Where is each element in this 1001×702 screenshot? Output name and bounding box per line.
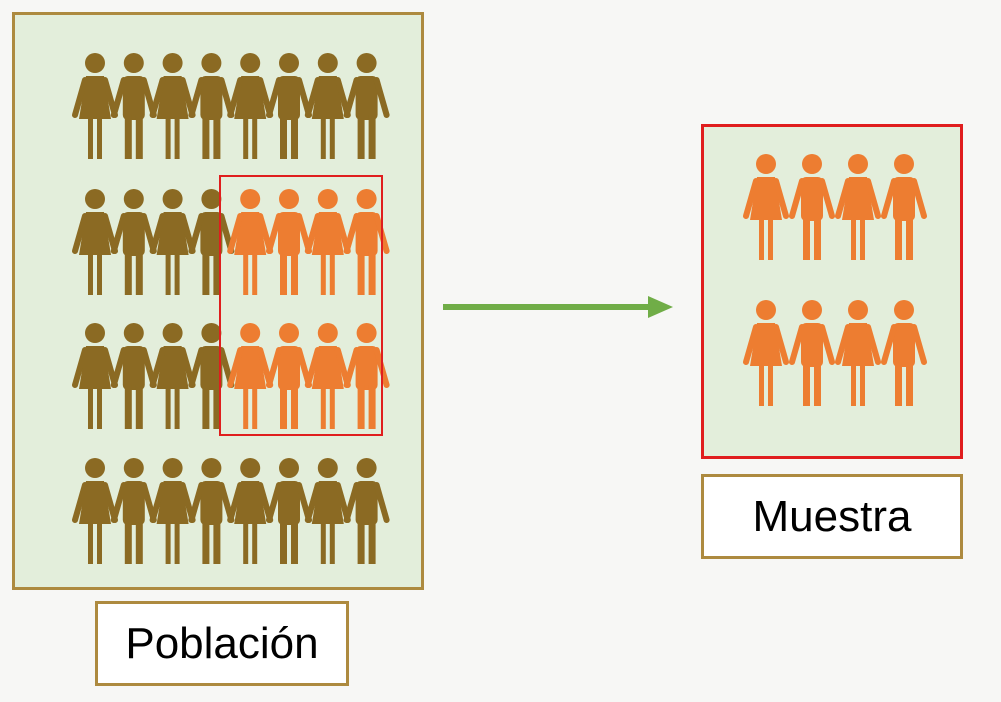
population-figures — [72, 53, 390, 564]
woman-figure-icon — [149, 189, 196, 295]
population-panel — [12, 12, 424, 590]
man-figure-icon — [110, 53, 157, 159]
man-figure-icon — [188, 189, 235, 295]
woman-figure-icon — [227, 323, 274, 429]
woman-figure-icon — [72, 53, 118, 159]
population-label: Población — [125, 618, 319, 668]
selection-frame — [219, 175, 383, 436]
man-figure-icon — [188, 458, 235, 564]
man-figure-icon — [188, 53, 235, 159]
woman-figure-icon — [835, 154, 881, 260]
woman-figure-icon — [227, 189, 274, 295]
woman-figure-icon — [227, 458, 274, 564]
sample-panel — [701, 124, 963, 459]
woman-figure-icon — [304, 458, 351, 564]
man-figure-icon — [343, 189, 390, 295]
man-figure-icon — [188, 323, 235, 429]
right-arrow-icon — [443, 296, 673, 318]
sample-figures — [743, 154, 927, 406]
population-label-box: Población — [95, 601, 349, 686]
man-figure-icon — [343, 458, 390, 564]
man-figure-icon — [881, 300, 927, 406]
woman-figure-icon — [149, 323, 196, 429]
woman-figure-icon — [227, 53, 274, 159]
woman-figure-icon — [72, 458, 118, 564]
man-figure-icon — [343, 53, 390, 159]
woman-figure-icon — [304, 53, 351, 159]
woman-figure-icon — [72, 323, 118, 429]
man-figure-icon — [789, 300, 835, 406]
woman-figure-icon — [743, 300, 789, 406]
man-figure-icon — [266, 458, 312, 564]
man-figure-icon — [266, 323, 312, 429]
woman-figure-icon — [304, 189, 351, 295]
woman-figure-icon — [149, 53, 196, 159]
woman-figure-icon — [149, 458, 196, 564]
man-figure-icon — [266, 53, 312, 159]
man-figure-icon — [110, 458, 157, 564]
woman-figure-icon — [835, 300, 881, 406]
woman-figure-icon — [72, 189, 118, 295]
sample-label-box: Muestra — [701, 474, 963, 559]
woman-figure-icon — [743, 154, 789, 260]
man-figure-icon — [110, 189, 157, 295]
man-figure-icon — [789, 154, 835, 260]
man-figure-icon — [110, 323, 157, 429]
sample-label: Muestra — [752, 491, 912, 541]
man-figure-icon — [881, 154, 927, 260]
